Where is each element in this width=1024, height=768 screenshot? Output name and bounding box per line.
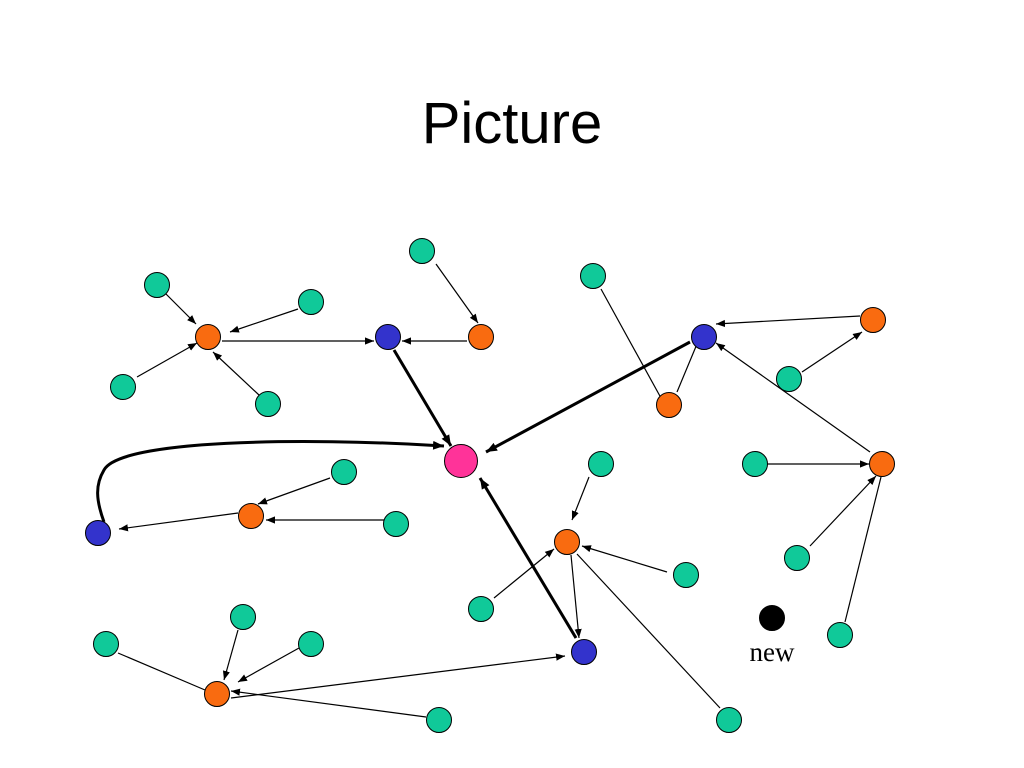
leaf-node xyxy=(827,622,853,648)
leaf-node xyxy=(468,596,494,622)
edge xyxy=(229,308,299,333)
leaf-node xyxy=(716,707,742,733)
orange-node xyxy=(656,392,682,418)
bold-edges xyxy=(96,340,691,639)
nodes xyxy=(85,238,895,733)
orange-node xyxy=(860,307,886,333)
leaf-node xyxy=(426,707,452,733)
leaf-node xyxy=(298,631,324,657)
leaf-node xyxy=(298,289,324,315)
orange-node xyxy=(554,529,580,555)
edge xyxy=(96,440,445,523)
leaf-node xyxy=(784,545,810,571)
blue-node xyxy=(571,639,597,665)
edge xyxy=(676,343,698,393)
leaf-node xyxy=(580,263,606,289)
edge xyxy=(212,351,260,396)
edge xyxy=(715,315,861,328)
edge xyxy=(485,340,691,454)
center-node xyxy=(444,444,478,478)
edge xyxy=(576,553,721,709)
leaf-node xyxy=(742,451,768,477)
leaf-node xyxy=(588,451,614,477)
blue-node xyxy=(85,520,111,546)
orange-node xyxy=(238,503,264,529)
edge xyxy=(165,293,197,325)
leaf-node xyxy=(230,604,256,630)
edge xyxy=(117,652,206,691)
edge xyxy=(435,263,479,324)
leaf-node xyxy=(409,238,435,264)
edge xyxy=(809,475,877,547)
edge xyxy=(844,476,882,623)
new-node-label: new xyxy=(750,637,795,667)
edge xyxy=(493,548,555,599)
leaf-node xyxy=(383,511,409,537)
leaf-node xyxy=(144,272,170,298)
edge xyxy=(715,342,871,453)
edge xyxy=(237,647,300,683)
leaf-node xyxy=(673,562,699,588)
edge xyxy=(392,349,453,447)
edge xyxy=(136,342,198,378)
leaf-node xyxy=(110,374,136,400)
leaf-node xyxy=(255,391,281,417)
leaf-node xyxy=(776,366,802,392)
edge xyxy=(222,629,239,681)
orange-node xyxy=(869,451,895,477)
new-node xyxy=(759,605,785,631)
edge xyxy=(571,476,590,521)
orange-node xyxy=(195,324,221,350)
page-title: Picture xyxy=(421,91,603,156)
leaf-node xyxy=(331,459,357,485)
orange-node xyxy=(204,681,230,707)
edge xyxy=(478,477,578,639)
leaf-node xyxy=(93,631,119,657)
blue-node xyxy=(691,324,717,350)
orange-node xyxy=(468,324,494,350)
blue-node xyxy=(375,324,401,350)
edge xyxy=(570,554,582,639)
edge xyxy=(801,331,863,373)
edge xyxy=(581,545,668,573)
edge xyxy=(600,288,662,399)
thin-edges xyxy=(117,263,882,718)
edge xyxy=(230,653,566,699)
edge xyxy=(118,512,239,532)
edge xyxy=(257,477,331,505)
edge xyxy=(230,688,427,718)
